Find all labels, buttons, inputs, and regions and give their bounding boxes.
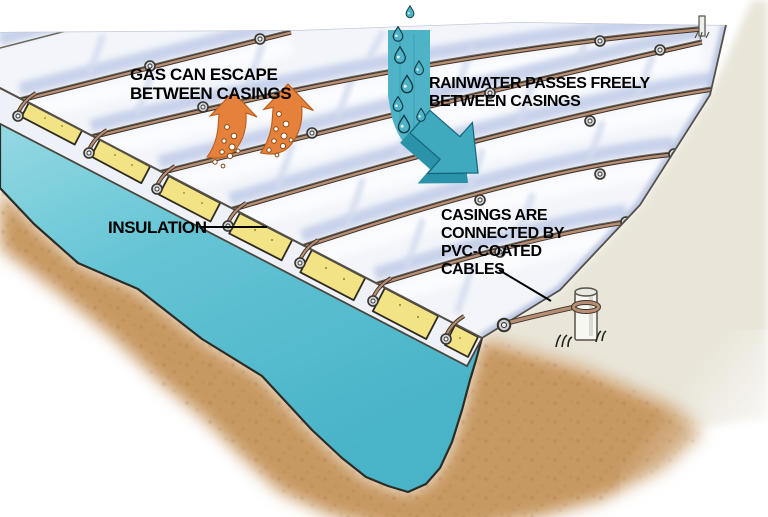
far-anchor-post xyxy=(698,15,706,37)
upland-ground xyxy=(482,0,768,428)
gas-label-line2: BETWEEN CASINGS xyxy=(130,84,291,103)
corner-grommet xyxy=(496,317,512,333)
rainwater-label: RAINWATER PASSES FREELY BETWEEN CASINGS xyxy=(429,75,651,110)
cover-right-edge xyxy=(481,24,727,339)
rainwater-arrow xyxy=(388,5,479,184)
insulation-label-text: INSULATION xyxy=(108,218,207,237)
cables-label-line3: PVC-COATED xyxy=(441,243,542,260)
far-grass-tuft xyxy=(694,31,710,40)
anchor-post xyxy=(574,291,598,341)
cover-bottom-edge xyxy=(0,87,483,339)
anchor-post-top xyxy=(574,287,598,297)
labels: GAS CAN ESCAPE BETWEEN CASINGS RAINWATER… xyxy=(108,65,651,302)
post-anchor-cable xyxy=(506,305,576,325)
gas-arrow-icon xyxy=(206,91,258,159)
cables-label-line4: CABLES xyxy=(441,261,505,278)
anchoring xyxy=(496,15,710,348)
rainwater-label-line2: BETWEEN CASINGS xyxy=(429,93,581,110)
gas-arrows xyxy=(206,83,314,169)
grass-tufts xyxy=(555,330,607,348)
insulation-blocks xyxy=(20,101,479,358)
cables-label-line1: CASINGS ARE xyxy=(441,207,548,224)
gas-bubbles xyxy=(212,111,294,169)
insulation-speckles xyxy=(44,117,461,339)
gas-label-line1: GAS CAN ESCAPE xyxy=(130,65,277,84)
cables-label-line2: CONNECTED BY xyxy=(441,225,565,242)
ground-fade xyxy=(620,330,768,517)
rainwater-label-line1: RAINWATER PASSES FREELY xyxy=(429,75,650,92)
cable-wrap xyxy=(572,301,600,313)
cables-leader-line xyxy=(498,269,552,302)
cables-label: CASINGS ARE CONNECTED BY PVC-COATED CABL… xyxy=(441,207,565,302)
insulation-label: INSULATION xyxy=(108,218,267,237)
gas-label: GAS CAN ESCAPE BETWEEN CASINGS xyxy=(130,65,292,103)
